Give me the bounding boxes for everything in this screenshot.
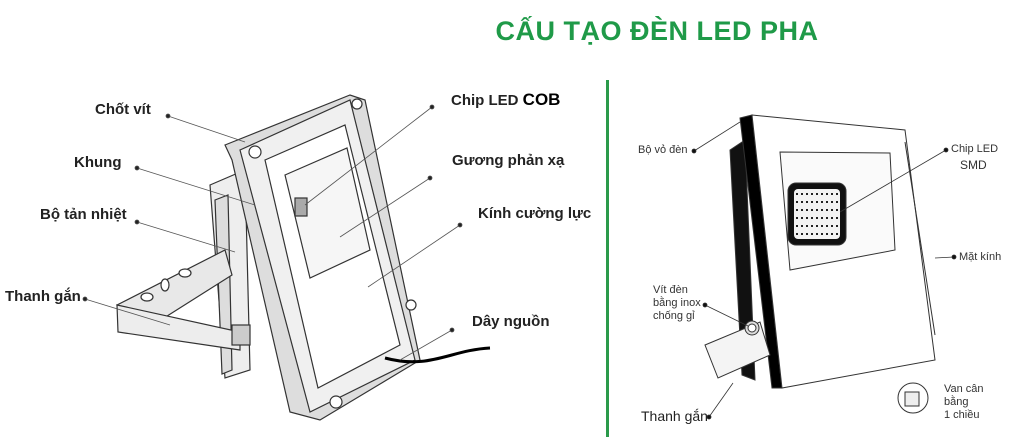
label-khung: Khung <box>74 154 122 171</box>
label-bo-vo-den: Bộ vỏ đèn <box>638 144 688 156</box>
label-mat-kinh: Mặt kính <box>959 251 1002 263</box>
label-kinh-cuong-luc: Kính cường lực <box>478 205 592 222</box>
smd-leader-lines <box>691 121 957 420</box>
label-chip-led-cob: Chip LED COB <box>451 90 560 110</box>
label-guong-phan-xa: Gương phản xạ <box>452 152 565 169</box>
label-smd: SMD <box>960 158 987 172</box>
label-vit-den-line2: bằng inox <box>653 297 701 309</box>
label-van-line3: 1 chiều <box>944 409 980 421</box>
label-van-can-bang: Van cân bằng 1 chiều <box>944 383 984 422</box>
label-chip-led-smd: Chip LED <box>951 143 999 155</box>
label-chot-vit: Chốt vít <box>95 101 151 118</box>
label-vit-den: Vít đèn bằng inox chống gỉ <box>653 284 701 323</box>
label-thanh-gan: Thanh gắn <box>5 288 81 305</box>
page-title: CẤU TẠO ĐÈN LED PHA <box>495 16 819 46</box>
label-van-line1: Van cân <box>944 383 984 395</box>
cob-lamp-illustration <box>115 94 491 421</box>
label-cob: COB <box>522 90 561 109</box>
smd-lamp-illustration <box>704 114 936 414</box>
label-vit-den-line1: Vít đèn <box>653 284 688 296</box>
label-day-nguon: Dây nguồn <box>472 313 550 330</box>
cob-leader-lines <box>82 104 463 361</box>
label-bo-tan-nhiet: Bộ tản nhiệt <box>40 206 127 223</box>
label-thanh-gan-smd: Thanh gắn <box>641 408 708 424</box>
label-vit-den-line3: chống gỉ <box>653 310 695 322</box>
label-chip-led: Chip LED <box>451 92 519 109</box>
label-van-line2: bằng <box>944 396 969 408</box>
divider <box>606 80 609 437</box>
